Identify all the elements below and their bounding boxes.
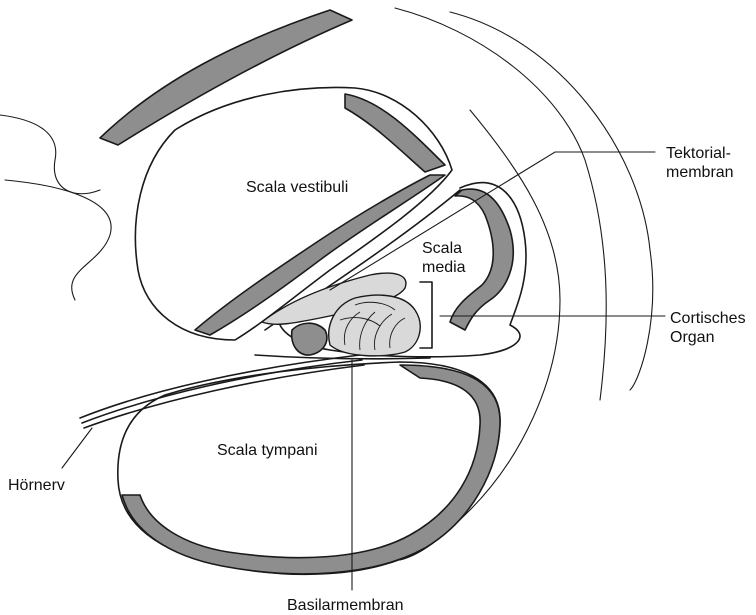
scala-vestibuli-wall-top [345, 94, 445, 172]
scala-tympani-wall [122, 365, 500, 574]
label-tektorial-line1: Tektorial- [666, 144, 734, 163]
outer-contour-right-1 [395, 8, 606, 400]
corti-bracket [420, 282, 432, 348]
nerve-fiber-3 [84, 365, 364, 428]
upper-bony-shelf [100, 10, 352, 145]
leader-hoernerv [62, 428, 92, 468]
label-scala-media-line2: media [422, 258, 466, 277]
label-scala-vestibuli: Scala vestibuli [246, 178, 348, 197]
label-scala-media-line1: Scala [422, 239, 466, 258]
label-cortisches-organ: Cortisches Organ [670, 309, 746, 347]
outer-contour-left [0, 115, 100, 194]
label-cortisches-line2: Organ [670, 328, 746, 347]
label-tektorial-line2: membran [666, 163, 734, 182]
limbus [292, 323, 327, 355]
label-cortisches-line1: Cortisches [670, 309, 746, 328]
nerve-fiber-2 [82, 360, 362, 423]
outer-contour-bottom-left [5, 180, 111, 300]
label-scala-media: Scala media [422, 239, 466, 277]
label-scala-tympani: Scala tympani [217, 441, 318, 460]
label-basilarmembran: Basilarmembran [287, 596, 403, 615]
label-hoernerv: Hörnerv [8, 476, 65, 495]
label-tektorialmembran: Tektorial- membran [666, 144, 734, 182]
